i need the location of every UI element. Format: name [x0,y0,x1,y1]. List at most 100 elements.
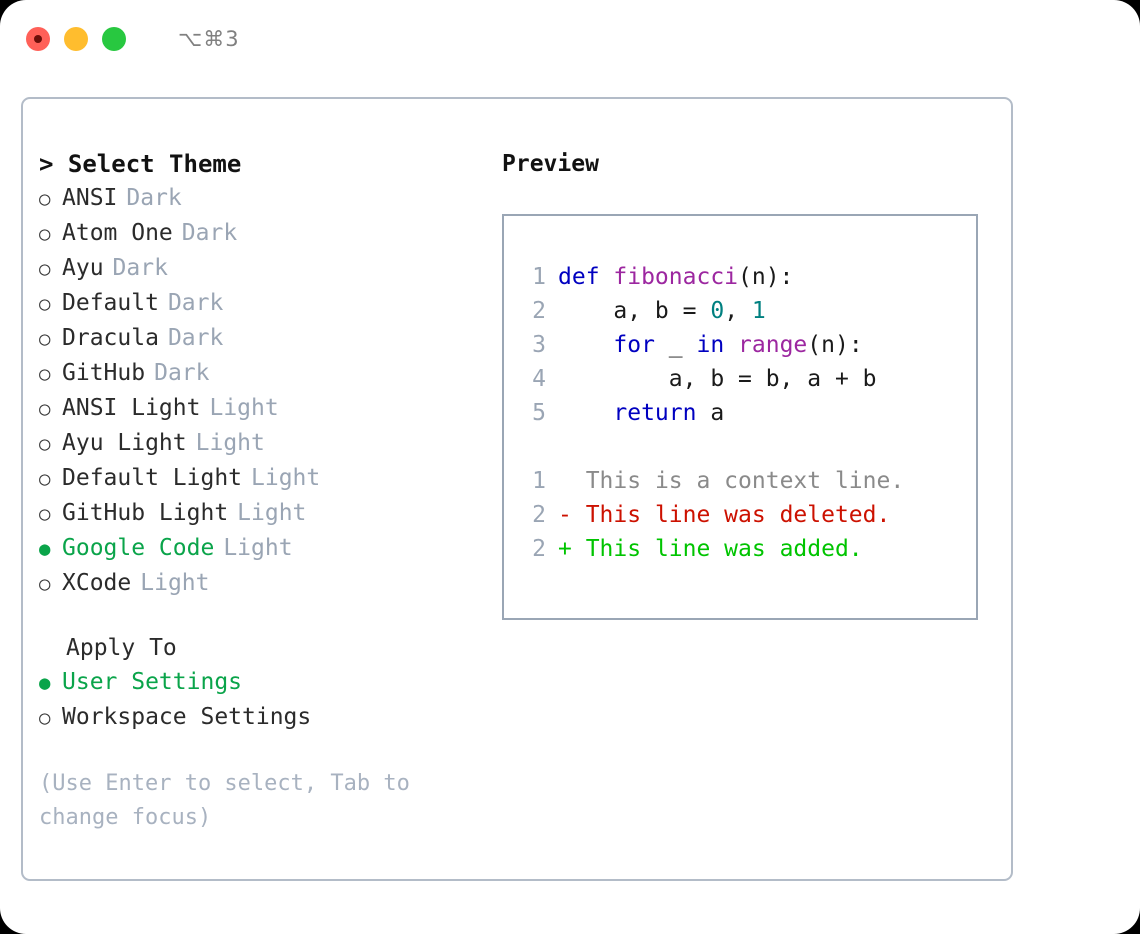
theme-option-label: ANSI [62,185,118,211]
code-token-kw: for [558,332,669,358]
diff-line-number: 2 [532,502,546,528]
code-line: 2 a, b = 0, 1 [520,294,970,328]
apply-to-option-label: User Settings [62,669,243,695]
traffic-light-group [26,27,126,51]
theme-variant-tag: Light [251,465,321,491]
radio-unselected-icon: ○ [39,223,51,245]
radio-unselected-icon: ○ [39,707,51,729]
theme-option-ayu[interactable]: ○ Ayu Dark [39,251,509,286]
theme-variant-tag: Light [209,395,279,421]
theme-variant-tag: Light [223,535,293,561]
radio-unselected-icon: ○ [39,468,51,490]
theme-option-label: GitHub Light [62,500,229,526]
theme-option-google-code[interactable]: ● Google Code Light [39,531,509,566]
select-theme-header: > Select Theme [39,150,242,178]
code-line-text: return a [558,396,724,430]
theme-option-label: Ayu [62,255,104,281]
diff-line-ctx: 1 This is a context line. [520,464,970,498]
diff-marker [558,464,586,498]
code-line-number: 3 [532,332,546,358]
theme-variant-tag: Light [195,430,265,456]
code-line-text: for _ in range(n): [558,328,863,362]
theme-option-label: GitHub [62,360,146,386]
code-token-plain: (n): [807,332,863,358]
radio-unselected-icon: ○ [39,573,51,595]
theme-variant-tag: Light [237,500,307,526]
theme-option-atom-one[interactable]: ○ Atom One Dark [39,216,509,251]
theme-option-label: Atom One [62,220,173,246]
preview-header: Preview [502,151,599,177]
code-diff-spacer [520,430,970,464]
code-token-fn: fibonacci [613,264,739,290]
code-line-number: 4 [532,366,546,392]
code-preview-area: 1 def fibonacci(n):2 a, b = 0, 1 3 for _ i… [520,260,970,566]
theme-option-ansi-light[interactable]: ○ ANSI Light Light [39,391,509,426]
theme-option-label: Dracula [62,325,159,351]
code-token-num: 0 [710,298,725,324]
maximize-button-icon[interactable] [102,27,126,51]
title-bar: ⌥⌘3 [0,0,1140,78]
apply-to-option-user-settings[interactable]: ● User Settings [39,665,509,700]
theme-option-label: XCode [62,570,132,596]
theme-option-default-light[interactable]: ○ Default Light Light [39,461,509,496]
column-spacer [39,601,509,631]
radio-unselected-icon: ○ [39,328,51,350]
theme-variant-tag: Dark [154,360,210,386]
code-line: 1 def fibonacci(n): [520,260,970,294]
radio-selected-icon: ● [39,538,51,560]
theme-option-label: ANSI Light [62,395,201,421]
theme-option-xcode[interactable]: ○ XCode Light [39,566,509,601]
code-token-kw: in [696,332,739,358]
theme-option-ayu-light[interactable]: ○ Ayu Light Light [39,426,509,461]
theme-option-github[interactable]: ○ GitHub Dark [39,356,509,391]
code-line-number: 1 [532,264,546,290]
apply-to-option-workspace-settings[interactable]: ○ Workspace Settings [39,700,509,735]
code-token-plain: , [724,298,752,324]
theme-option-label: Default Light [62,465,243,491]
radio-unselected-icon: ○ [39,258,51,280]
theme-option-label: Google Code [62,535,215,561]
code-token-fn: range [738,332,808,358]
theme-variant-tag: Dark [126,185,182,211]
keyboard-hint-text: (Use Enter to select, Tab to change focu… [39,771,424,830]
diff-line-number: 1 [532,468,546,494]
diff-line-text: This is a context line. [585,468,905,494]
radio-unselected-icon: ○ [39,433,51,455]
theme-variant-tag: Dark [167,290,224,316]
apply-to-option-list[interactable]: ● User Settings ○ Workspace Settings [39,665,509,735]
code-line-number: 5 [532,400,546,426]
close-button-icon[interactable] [26,27,50,51]
apply-to-option-label: Workspace Settings [62,704,312,730]
keyboard-shortcut-label: ⌥⌘3 [178,27,240,51]
diff-marker: - [558,502,586,528]
code-token-num: 1 [751,298,766,324]
code-line-text: a, b = b, a + b [558,362,877,396]
preview-column: Preview 1 def fibonacci(n):2 a, b = 0, 1 3… [502,147,1002,620]
diff-line-del: 2- This line was deleted. [520,498,970,532]
diff-line-text: This line was deleted. [585,502,891,528]
minimize-button-icon[interactable] [64,27,88,51]
code-line-text: def fibonacci(n): [558,260,793,294]
code-token-kw: return [558,400,711,426]
code-token-plain: a, b = b, a + b [558,366,877,392]
diff-marker: + [558,536,586,562]
code-line-number: 2 [532,298,546,324]
theme-option-label: Ayu Light [62,430,187,456]
radio-unselected-icon: ○ [39,398,51,420]
code-token-plain: _ [668,332,697,358]
theme-variant-tag: Light [140,570,210,596]
radio-unselected-icon: ○ [39,363,51,385]
radio-unselected-icon: ○ [39,293,51,315]
theme-variant-tag: Dark [181,220,238,246]
radio-selected-icon: ● [39,672,51,694]
theme-variant-tag: Dark [112,255,168,281]
diff-line-text: This line was added. [585,536,863,562]
diff-line-add: 2+ This line was added. [520,532,970,566]
